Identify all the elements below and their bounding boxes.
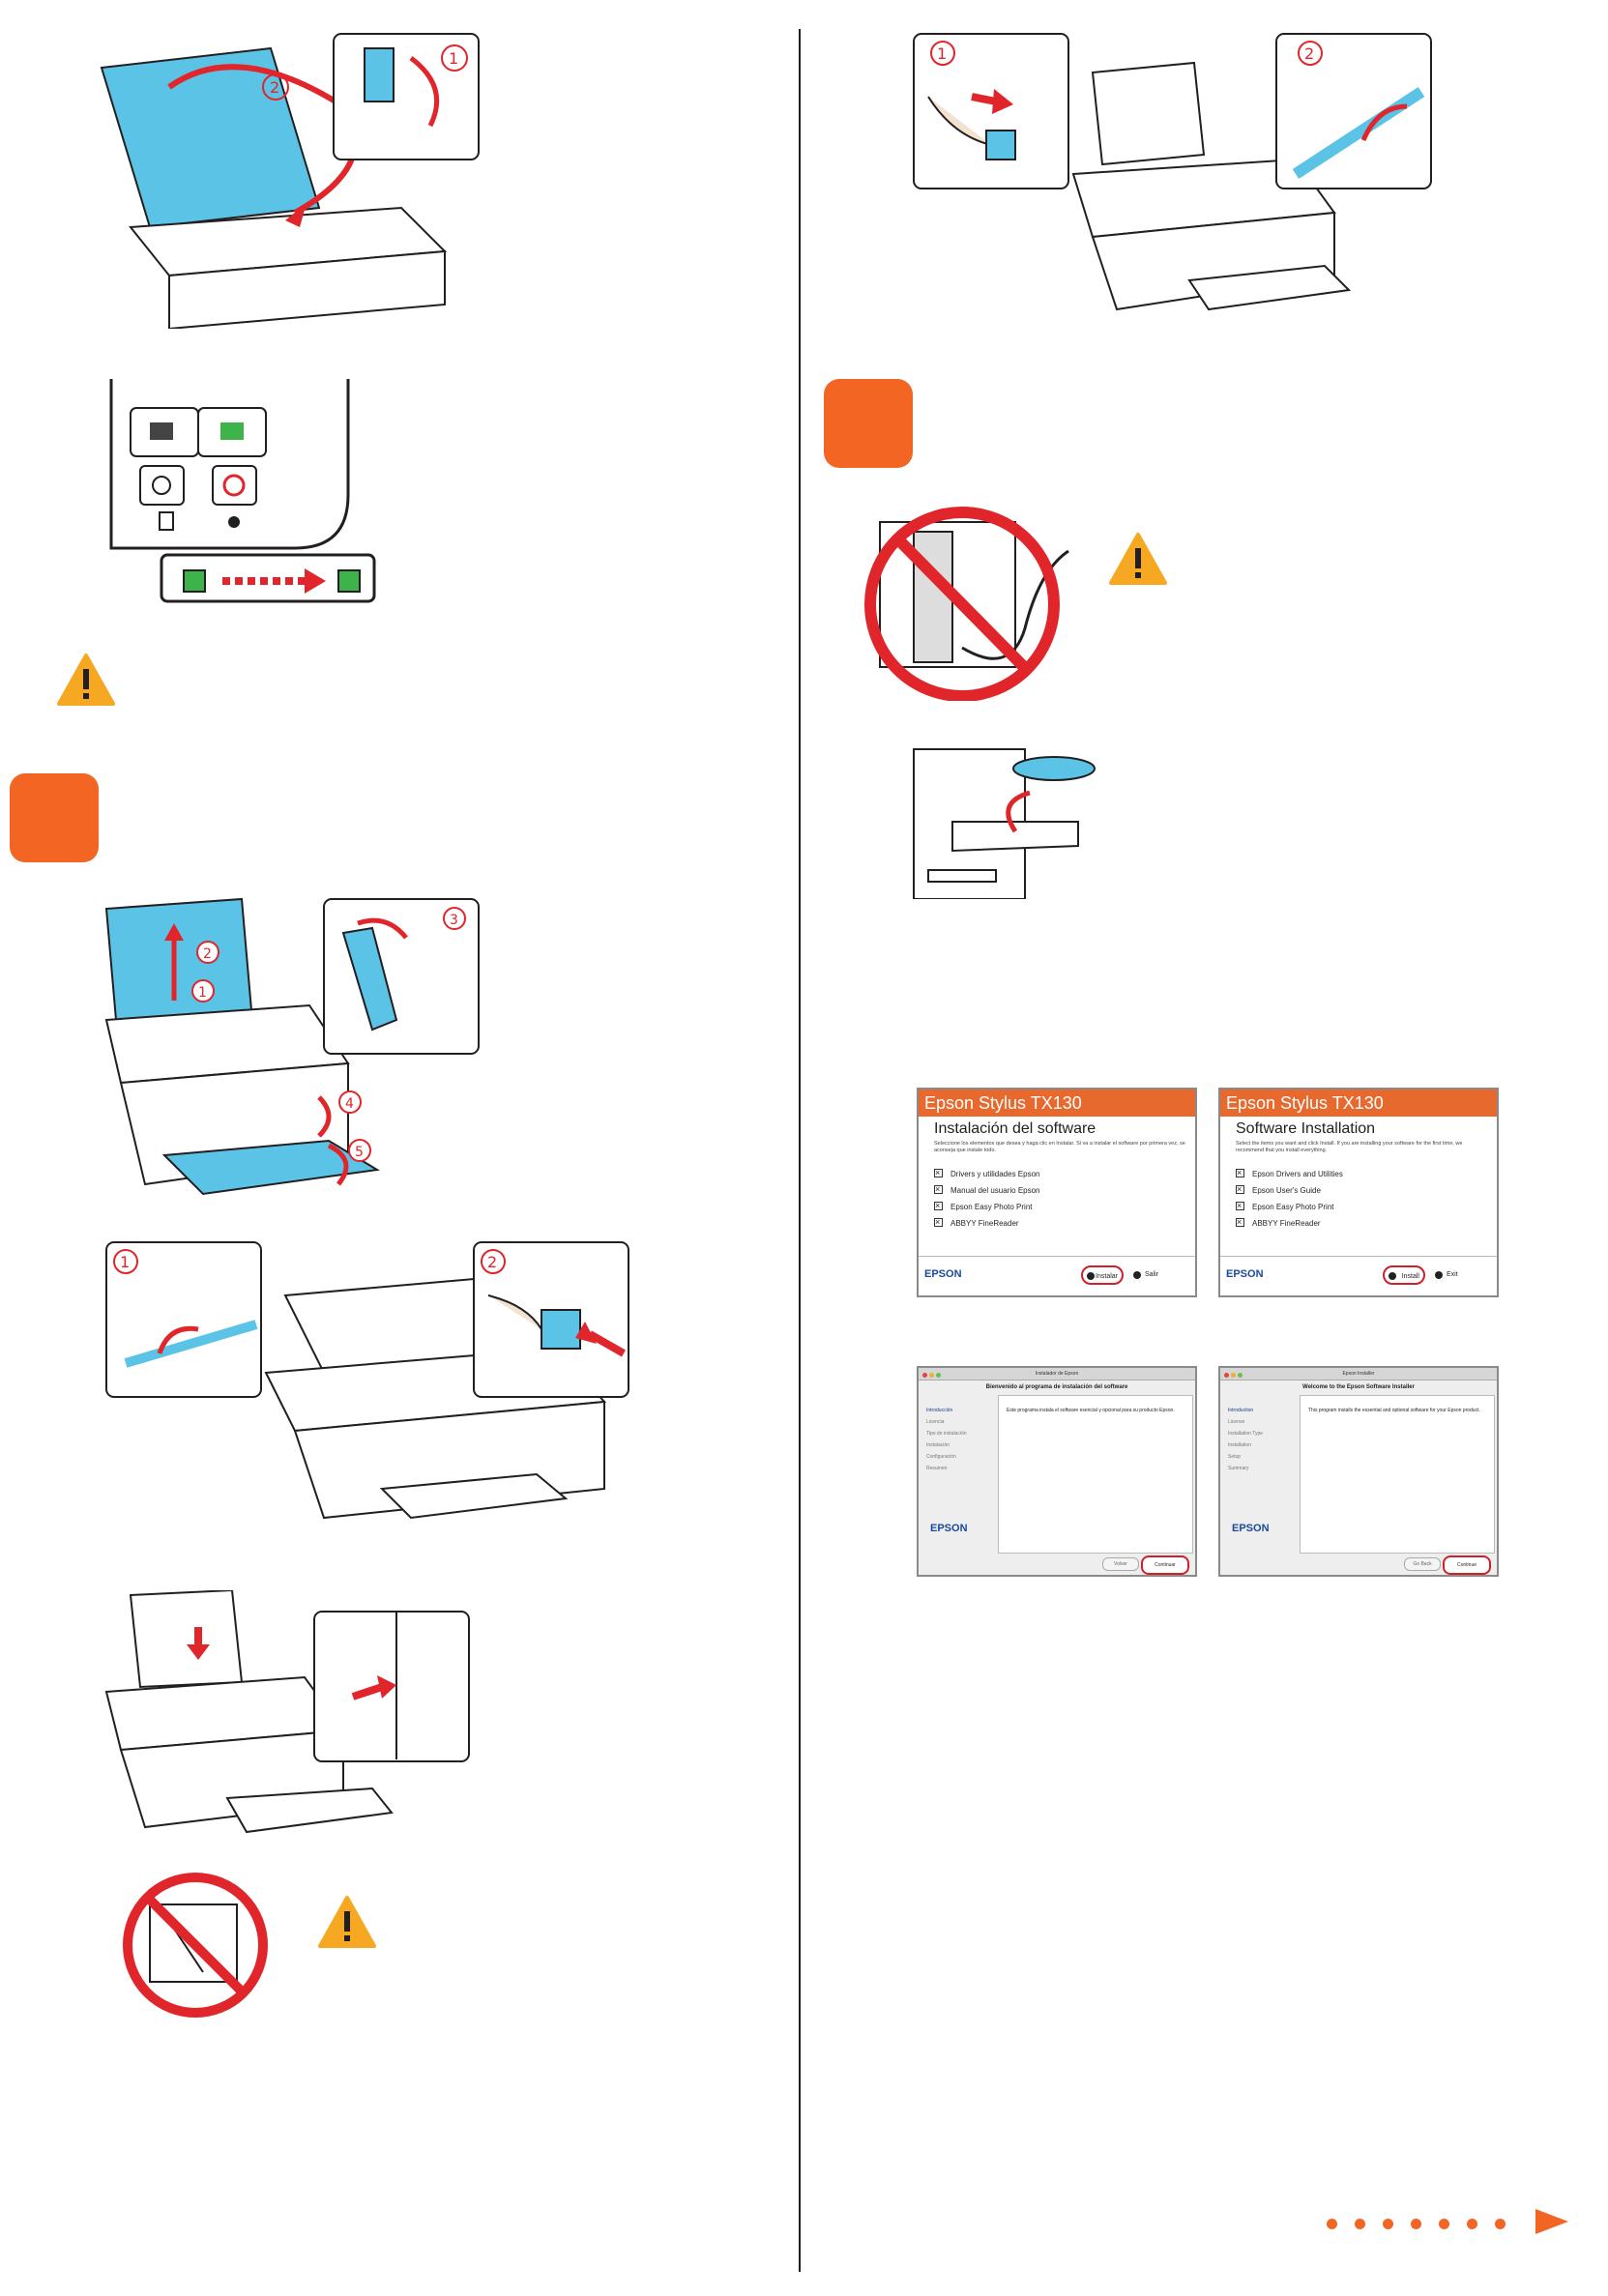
install-description: Seleccione los elementos que desea y hag… — [934, 1141, 1185, 1153]
checkbox-icon[interactable] — [934, 1214, 943, 1231]
install-option[interactable]: Epson Drivers and Utilities — [1236, 1165, 1497, 1182]
epson-logo: EPSON — [1232, 1523, 1270, 1534]
install-option[interactable]: Drivers y utilidades Epson — [934, 1165, 1195, 1182]
install-heading: Instalación del software — [934, 1120, 1096, 1137]
column-divider — [799, 29, 801, 2272]
install-option[interactable]: Epson User's Guide — [1236, 1181, 1497, 1199]
callout-p5: 5 — [355, 1145, 364, 1160]
callout-e1: 1 — [120, 1253, 130, 1271]
mac-heading: Welcome to the Epson Software Installer — [1302, 1384, 1415, 1390]
mac-installer-en: Epson Installer Welcome to the Epson Sof… — [1218, 1366, 1499, 1577]
warning-icon — [56, 653, 116, 707]
callout-p1: 1 — [198, 985, 207, 1001]
rear-guide-illustration: 1 2 — [909, 29, 1436, 319]
warning-icon — [1108, 532, 1168, 586]
install-button[interactable]: Instalar — [1081, 1265, 1124, 1285]
checkbox-icon[interactable] — [1236, 1198, 1244, 1214]
step-badge — [824, 379, 913, 468]
callout-r1: 1 — [937, 44, 947, 63]
installer-footer: EPSON Install Exit — [1220, 1256, 1497, 1295]
exit-button[interactable]: Exit — [1435, 1268, 1458, 1282]
insert-cd-illustration — [909, 744, 1097, 899]
window-title: Epson Stylus TX130 — [919, 1090, 1195, 1117]
checkbox-icon[interactable] — [934, 1198, 943, 1214]
mac-step-list: Introducción Licencia Tipo de instalació… — [926, 1408, 967, 1471]
continue-button[interactable]: Continue — [1443, 1555, 1491, 1575]
step-badge — [10, 773, 99, 862]
checkbox-icon[interactable] — [1236, 1165, 1244, 1181]
window-controls-icon[interactable] — [922, 1371, 943, 1382]
install-description: Select the items you want and click Inst… — [1236, 1141, 1463, 1153]
install-option[interactable]: Epson Easy Photo Print — [934, 1198, 1195, 1215]
next-page-arrow-icon[interactable] — [1535, 2209, 1568, 2234]
install-option[interactable]: ABBYY FineReader — [1236, 1214, 1497, 1232]
continue-button[interactable]: Continuar — [1141, 1555, 1189, 1575]
mac-step-list: Introduction License Installation Type I… — [1228, 1408, 1264, 1471]
epson-logo: EPSON — [924, 1268, 962, 1280]
window-title: Epson Stylus TX130 — [1220, 1090, 1497, 1117]
install-option[interactable]: Epson Easy Photo Print — [1236, 1198, 1497, 1215]
checkbox-icon[interactable] — [934, 1165, 943, 1181]
mac-content-panel: This program installs the essential and … — [1300, 1395, 1495, 1554]
prohibited-illustration — [121, 1871, 271, 2020]
callout-1: 1 — [449, 49, 458, 68]
edge-guide-illustration: 1 2 — [102, 1237, 638, 1527]
exit-button[interactable]: Salir — [1133, 1268, 1158, 1282]
checkbox-icon[interactable] — [1236, 1214, 1244, 1231]
callout-2: 2 — [270, 78, 279, 97]
callout-p4: 4 — [345, 1096, 354, 1112]
install-option[interactable]: Manual del usuario Epson — [934, 1181, 1195, 1199]
installer-footer: EPSON Instalar Salir — [919, 1256, 1195, 1295]
no-usb-illustration — [856, 503, 1078, 701]
mac-heading: Bienvenido al programa de instalación de… — [985, 1384, 1128, 1390]
control-panel-illustration — [102, 379, 406, 611]
checkbox-icon[interactable] — [1236, 1181, 1244, 1198]
scanner-lid-illustration: 2 1 — [92, 29, 488, 329]
callout-p3: 3 — [450, 913, 458, 928]
window-controls-icon[interactable] — [1224, 1371, 1244, 1382]
install-option[interactable]: ABBYY FineReader — [934, 1214, 1195, 1232]
windows-installer-en: Epson Stylus TX130 Software Installation… — [1218, 1088, 1499, 1297]
mac-titlebar: Instalador de Epson — [919, 1368, 1195, 1381]
callout-e2: 2 — [487, 1253, 497, 1271]
load-paper-illustration — [102, 1590, 474, 1837]
back-button[interactable]: Volver — [1102, 1557, 1139, 1571]
checkbox-icon[interactable] — [934, 1181, 943, 1198]
paper-support-illustration: 1 2 4 5 3 — [97, 894, 483, 1208]
callout-r2: 2 — [1304, 44, 1314, 63]
mac-content-panel: Este programa instala el software esenci… — [998, 1395, 1193, 1554]
install-heading: Software Installation — [1236, 1120, 1376, 1137]
windows-installer-es: Epson Stylus TX130 Instalación del softw… — [917, 1088, 1197, 1297]
install-button[interactable]: Install — [1383, 1265, 1425, 1285]
callout-p2: 2 — [203, 946, 212, 962]
epson-logo: EPSON — [1226, 1268, 1264, 1280]
mac-installer-es: Instalador de Epson Bienvenido al progra… — [917, 1366, 1197, 1577]
mac-titlebar: Epson Installer — [1220, 1368, 1497, 1381]
next-page-dots — [1327, 2216, 1523, 2233]
back-button[interactable]: Go Back — [1404, 1557, 1441, 1571]
warning-icon — [317, 1895, 377, 1949]
epson-logo: EPSON — [930, 1523, 968, 1534]
